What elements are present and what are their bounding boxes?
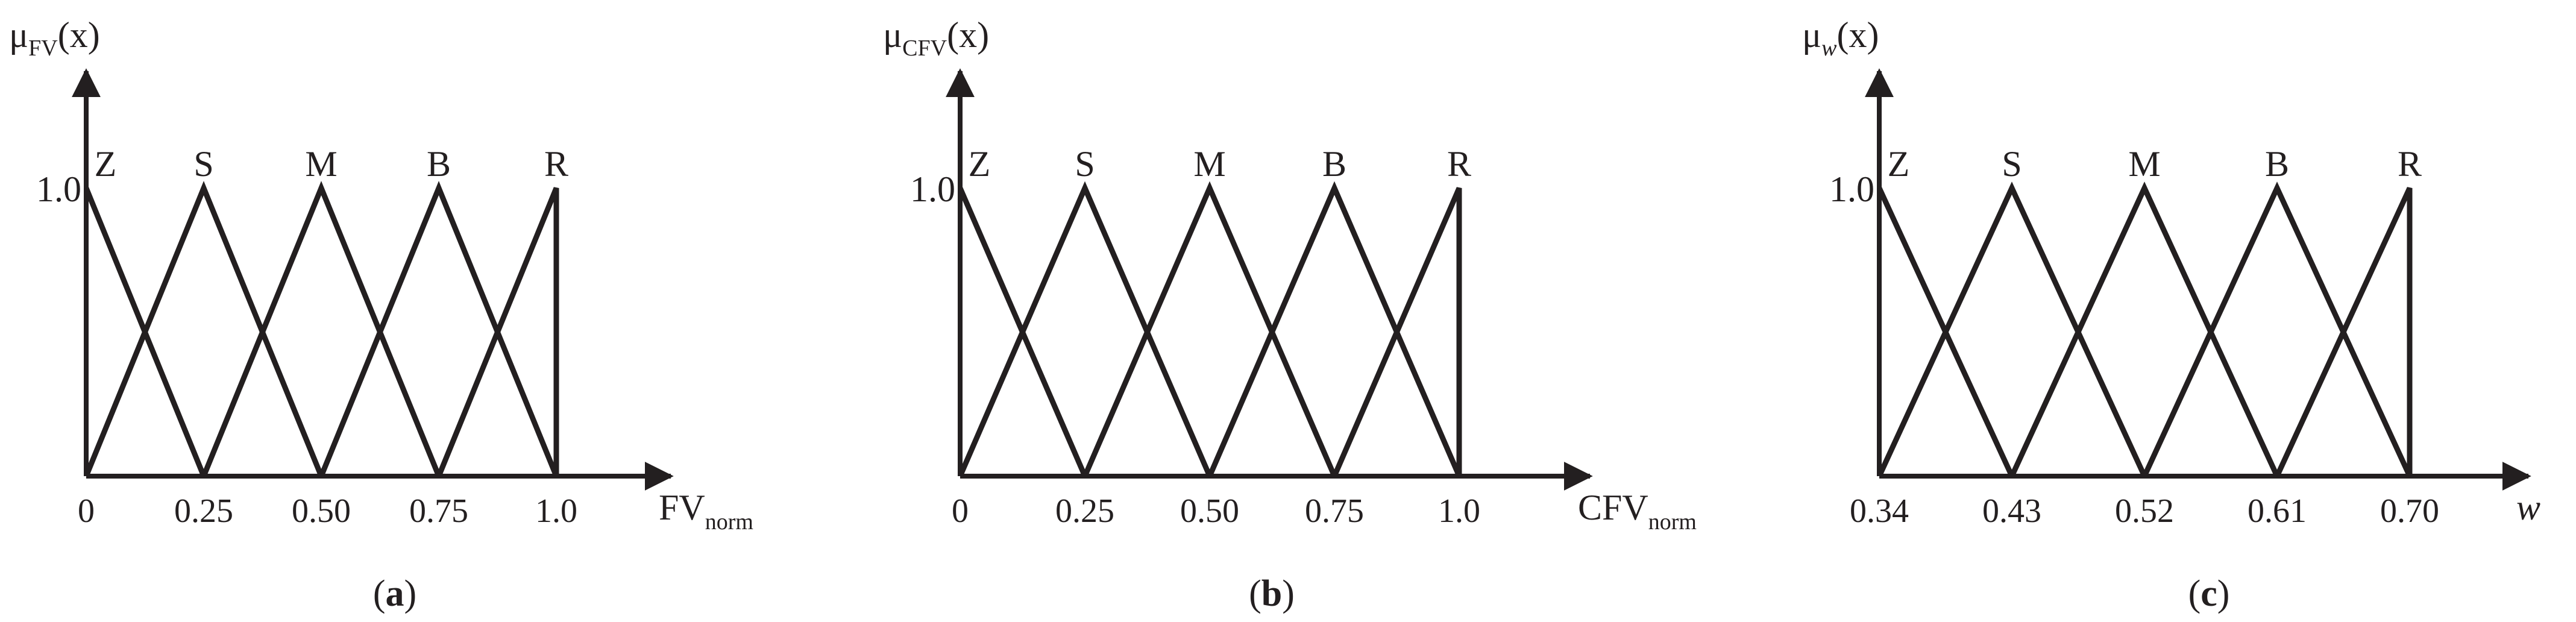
- x-axis-label: FVnorm: [659, 488, 753, 535]
- y-axis-label: μw(x): [1802, 15, 1879, 61]
- set-label-S: S: [193, 144, 213, 184]
- set-label-R: R: [2398, 144, 2422, 184]
- mf-line-S: [957, 181, 1213, 477]
- set-label-Z: Z: [1888, 144, 1910, 184]
- x-tick-label: 0.50: [1180, 492, 1239, 530]
- x-axis-label: CFVnorm: [1578, 488, 1697, 535]
- x-tick-label: 0: [952, 492, 969, 530]
- mf-line-B: [318, 181, 559, 477]
- x-tick-label: 0.43: [1982, 492, 2041, 530]
- mf-line-S: [83, 181, 324, 477]
- panel-c: Z S M B R 1.0 μw(x) 0.34 0.43 0.52 0.61 0.70 w (c): [1802, 15, 2540, 614]
- x-tick-label: 0.34: [1850, 492, 1909, 530]
- panel-caption: (b): [1249, 573, 1295, 614]
- x-tick-label: 0.75: [409, 492, 468, 530]
- mf-line-M: [2009, 181, 2280, 477]
- y-tick-label: 1.0: [1829, 169, 1874, 209]
- mf-line-M: [1082, 181, 1337, 477]
- panel-caption: (c): [2188, 573, 2230, 614]
- x-tick-label: 1.0: [1438, 492, 1480, 530]
- x-tick-label: 0.25: [174, 492, 233, 530]
- y-tick-label: 1.0: [36, 169, 81, 209]
- set-label-M: M: [305, 144, 337, 184]
- set-label-B: B: [427, 144, 451, 184]
- mf-line-R: [1331, 187, 1462, 477]
- mf-line-B: [2141, 181, 2413, 477]
- set-label-R: R: [1447, 144, 1471, 184]
- mf-line-M: [201, 181, 442, 477]
- x-tick-label: 1.0: [535, 492, 577, 530]
- x-tick-label: 0.52: [2115, 492, 2174, 530]
- set-label-Z: Z: [95, 144, 117, 184]
- mf-line-B: [1207, 181, 1462, 477]
- set-label-S: S: [2002, 144, 2022, 184]
- panel-caption: (a): [373, 573, 416, 614]
- x-tick-label: 0.75: [1305, 492, 1364, 530]
- mf-line-R: [436, 187, 559, 477]
- x-tick-label: 0.61: [2248, 492, 2307, 530]
- y-axis-label: μFV(x): [9, 15, 100, 61]
- set-label-B: B: [2265, 144, 2289, 184]
- set-label-B: B: [1322, 144, 1346, 184]
- set-label-M: M: [1193, 144, 1225, 184]
- set-label-R: R: [544, 144, 568, 184]
- x-axis-label: w: [2516, 488, 2540, 527]
- set-label-S: S: [1075, 144, 1095, 184]
- x-tick-label: 0.50: [292, 492, 351, 530]
- mf-line-R: [2274, 187, 2413, 477]
- y-axis-label: μCFV(x): [883, 15, 989, 61]
- x-tick-label: 0.70: [2380, 492, 2439, 530]
- mf-line-S: [1876, 181, 2147, 477]
- set-label-M: M: [2128, 144, 2160, 184]
- set-label-Z: Z: [969, 144, 991, 184]
- x-tick-label: 0: [78, 492, 95, 530]
- y-tick-label: 1.0: [910, 169, 955, 209]
- x-tick-label: 0.25: [1055, 492, 1114, 530]
